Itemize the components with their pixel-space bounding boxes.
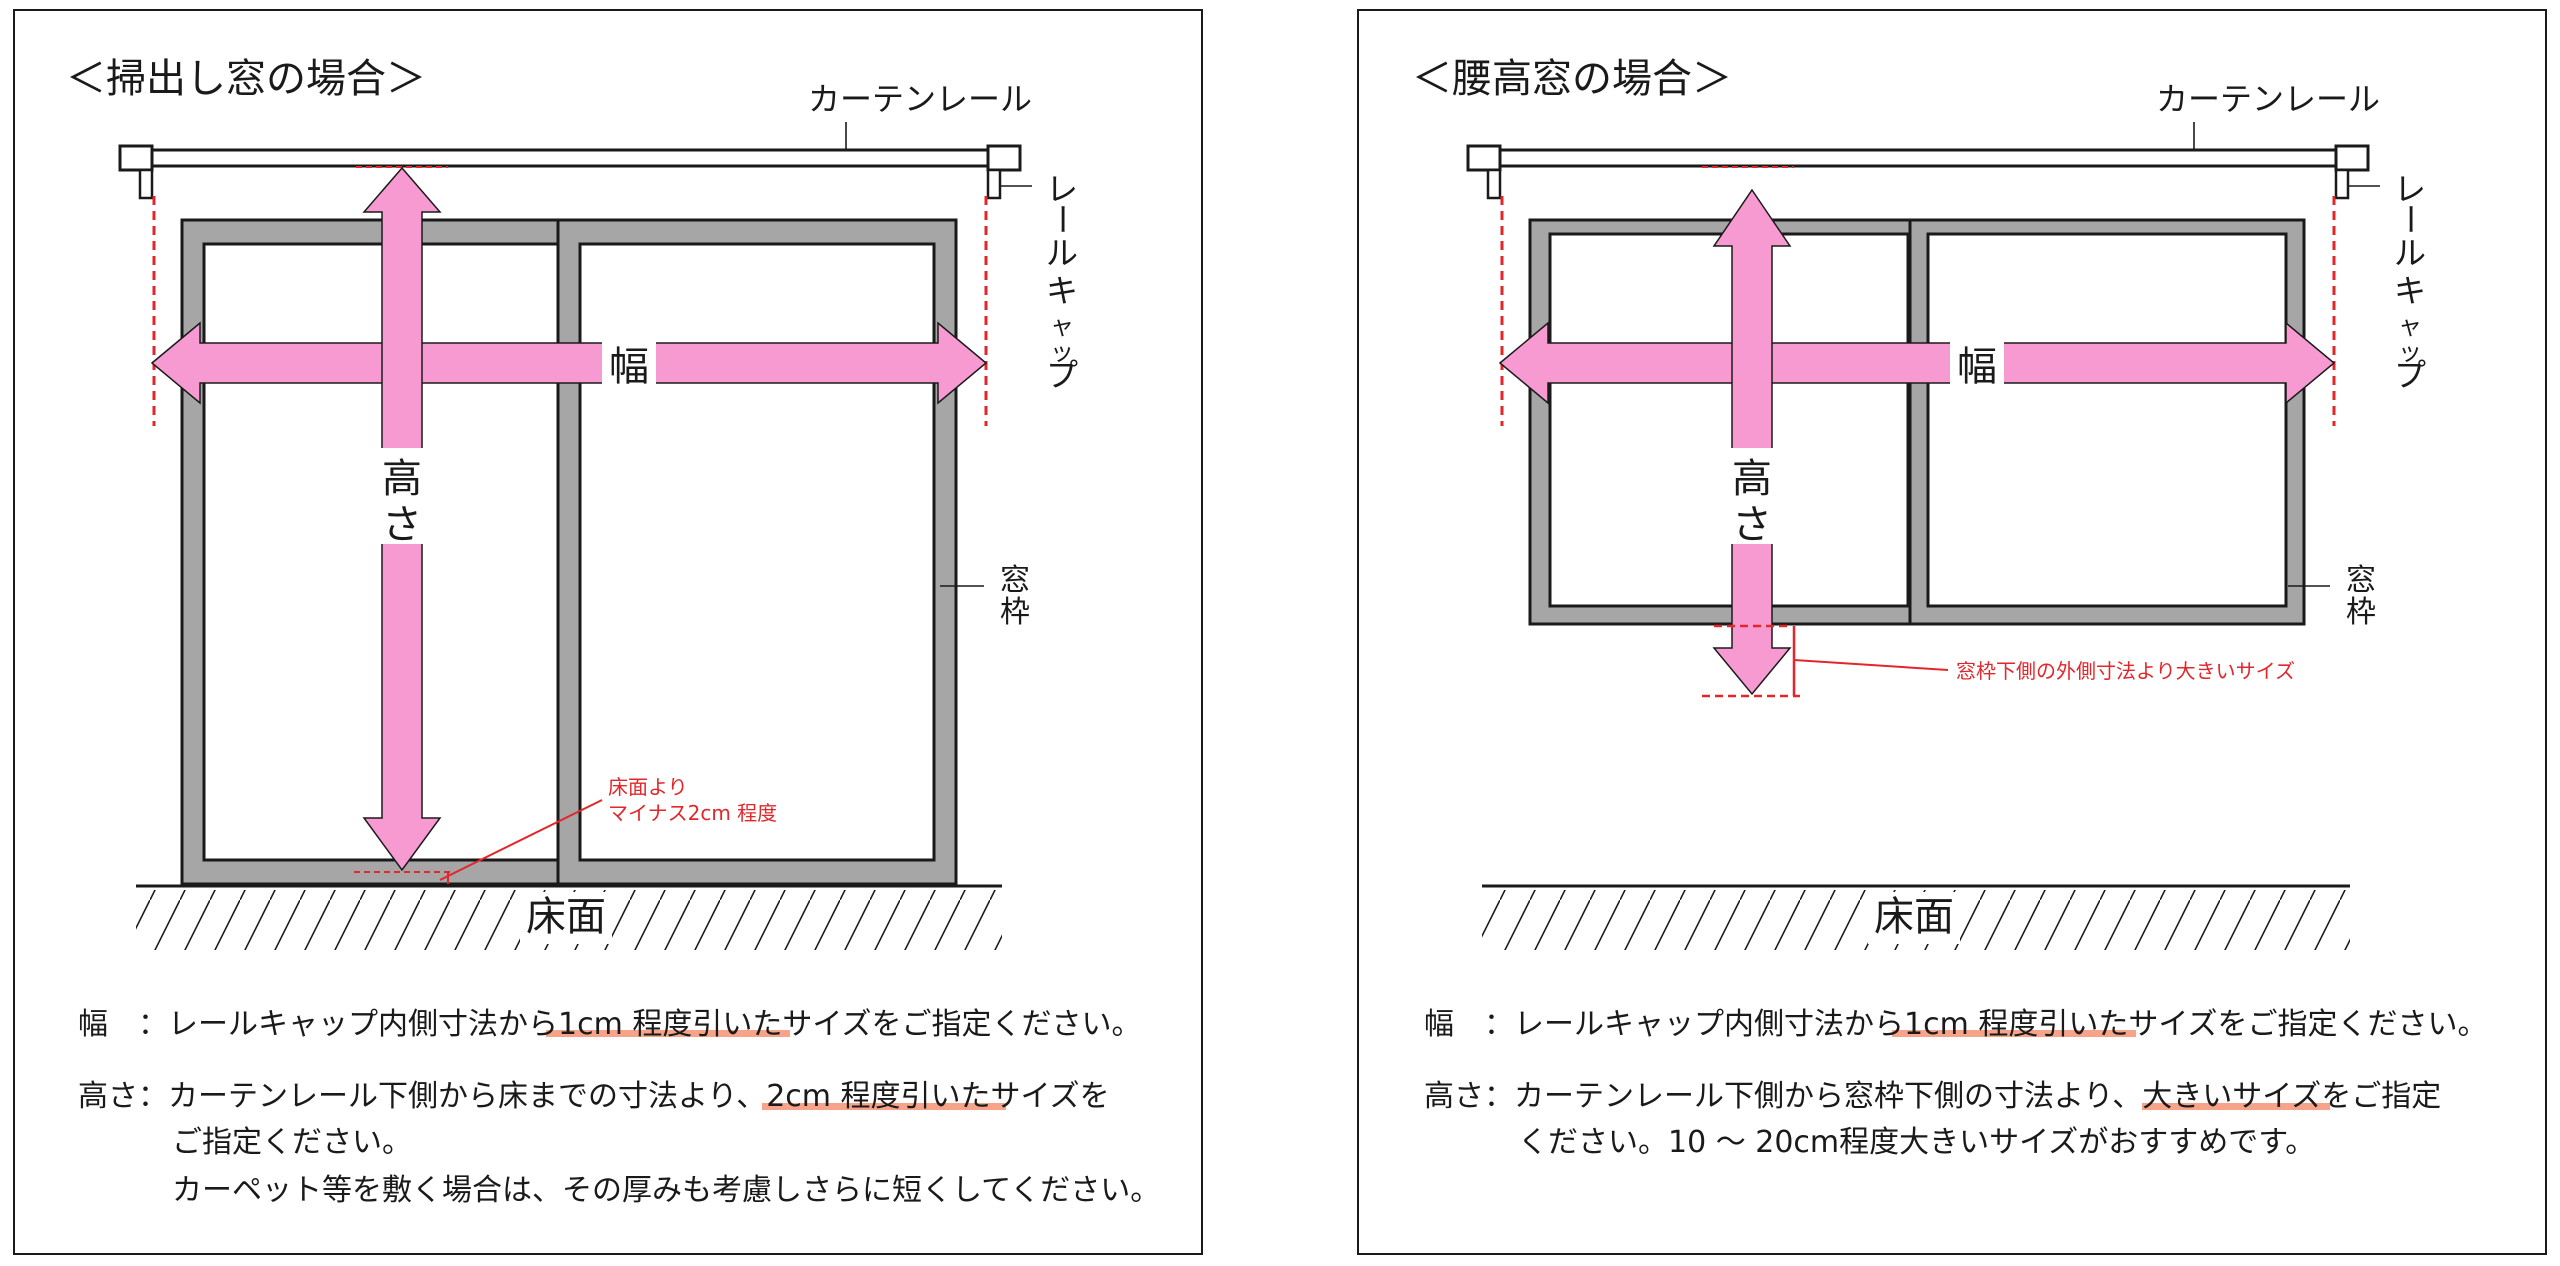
floor-label: 床面 bbox=[1874, 894, 1954, 940]
rail-cap-char: レ bbox=[1046, 170, 1078, 208]
left-panel-border bbox=[13, 9, 1203, 1255]
desc-height-prefix: 高さ：カーテンレール下側から窓枠下側の寸法より、 bbox=[1424, 1079, 2142, 1114]
curtain-rail-label: カーテンレール bbox=[808, 80, 1032, 118]
desc-width-prefix: 幅 ：レールキャップ内側寸法から bbox=[1424, 1007, 1904, 1042]
curtain-rail-label: カーテンレール bbox=[2156, 80, 2380, 118]
desc-height: 高さ：カーテンレール下側から窓枠下側の寸法より、大きいサイズをご指定 bbox=[1424, 1079, 2441, 1114]
width-arrow bbox=[150, 321, 988, 405]
rail-cap-char: ッ bbox=[2398, 338, 2422, 366]
rail-bracket-left bbox=[1486, 168, 1502, 200]
desc-height-highlight: 大きいサイズ bbox=[2142, 1079, 2321, 1114]
width-label-bg bbox=[602, 338, 656, 390]
width-label-bg bbox=[1950, 338, 2004, 390]
rail-cap-char: ャ bbox=[2398, 312, 2422, 340]
window-frame-label-char: 枠 bbox=[1000, 595, 1030, 630]
width-label: 幅 bbox=[1957, 344, 1997, 390]
right-panel-border bbox=[1357, 9, 2547, 1255]
window-pane-right bbox=[578, 242, 936, 862]
desc-width-prefix: 幅 ：レールキャップ内側寸法から bbox=[78, 1007, 558, 1042]
rail-bracket-right bbox=[2334, 168, 2350, 200]
desc-width-suffix: サイズをご指定ください。 bbox=[2128, 1007, 2487, 1042]
height-label-char: 高 bbox=[382, 456, 422, 502]
rail-cap-label: レ ー ル キ ャ ッ プ bbox=[1043, 170, 1081, 394]
floor-label: 床面 bbox=[526, 894, 606, 940]
rail-cap-char: ー bbox=[2391, 203, 2429, 235]
height-label-char: 高 bbox=[1732, 456, 1772, 502]
window-frame-label-char: 窓 bbox=[1000, 563, 1030, 598]
desc-height-suffix: をご指定 bbox=[2321, 1079, 2441, 1114]
desc-height-line2: ご指定ください。 bbox=[172, 1125, 412, 1160]
desc-height-prefix: 高さ：カーテンレール下側から床までの寸法より、 bbox=[78, 1079, 766, 1114]
desc-width-highlight: 1cm 程度引いた bbox=[1904, 1007, 2128, 1042]
desc-width: 幅 ：レールキャップ内側寸法から1cm 程度引いたサイズをご指定ください。 bbox=[1424, 1007, 2487, 1042]
highlight-underline bbox=[1892, 1030, 2136, 1037]
right-panel-title: ＜腰高窓の場合＞ bbox=[1412, 56, 1732, 102]
clearance-note-line2: マイナス2cm 程度 bbox=[608, 801, 777, 825]
height-arrow bbox=[1712, 188, 1792, 696]
highlight-underline bbox=[546, 1030, 790, 1037]
width-label: 幅 bbox=[609, 344, 649, 390]
highlight-underline bbox=[2142, 1103, 2330, 1110]
rail-cap-left bbox=[118, 144, 154, 172]
rail-cap-right bbox=[986, 144, 1022, 172]
curtain-rail bbox=[148, 148, 992, 168]
rail-bracket-right bbox=[986, 168, 1002, 200]
window-frame-label-char: 窓 bbox=[2346, 563, 2376, 598]
height-label-bg bbox=[374, 448, 430, 544]
rail-cap-char: ル bbox=[2394, 234, 2426, 272]
rail-cap-left bbox=[1466, 144, 1502, 172]
clearance-leader bbox=[439, 799, 603, 881]
rail-bracket-left bbox=[138, 168, 154, 200]
rail-cap-char: プ bbox=[1046, 356, 1078, 394]
highlight-underline bbox=[762, 1103, 1006, 1110]
desc-height: 高さ：カーテンレール下側から床までの寸法より、2cm 程度引いたサイズを bbox=[78, 1079, 1110, 1114]
curtain-rail bbox=[1496, 148, 2340, 168]
rail-cap-char: キ bbox=[2394, 272, 2426, 310]
desc-width: 幅 ：レールキャップ内側寸法から1cm 程度引いたサイズをご指定ください。 bbox=[78, 1007, 1141, 1042]
floor-label-bg bbox=[520, 892, 612, 944]
desc-width-highlight: 1cm 程度引いた bbox=[558, 1007, 782, 1042]
rail-cap-right bbox=[2334, 144, 2370, 172]
desc-width-suffix: サイズをご指定ください。 bbox=[782, 1007, 1141, 1042]
rail-cap-char: ャ bbox=[1050, 312, 1074, 340]
rail-cap-char: レ bbox=[2394, 170, 2426, 208]
window-pane-right bbox=[1926, 232, 2288, 608]
window-pane-left bbox=[202, 242, 560, 862]
rail-cap-char: キ bbox=[1046, 272, 1078, 310]
desc-height-highlight: 2cm 程度引いた bbox=[766, 1079, 990, 1114]
rail-cap-label: レ ー ル キ ャ ッ プ bbox=[2391, 170, 2429, 394]
rail-cap-char: プ bbox=[2394, 356, 2426, 394]
height-label-bg bbox=[1724, 448, 1780, 544]
rail-cap-char: ル bbox=[1046, 234, 1078, 272]
overlap-leader bbox=[1793, 659, 1949, 671]
desc-height-line2: ください。10 ～ 20cm程度大きいサイズがおすすめです。 bbox=[1518, 1125, 2315, 1160]
desc-height-line3: カーペット等を敷く場合は、その厚みも考慮しさらに短くしてください。 bbox=[172, 1173, 1160, 1208]
floor-label-bg bbox=[1868, 892, 1960, 944]
window-pane-left bbox=[1548, 232, 1910, 608]
window-frame-label-char: 枠 bbox=[2346, 595, 2376, 630]
height-label-char: さ bbox=[1732, 502, 1772, 548]
left-panel: ＜掃出し窓の場合＞ カーテンレール レ ー ル キ ャ ッ プ bbox=[13, 9, 1203, 1255]
width-arrow bbox=[1498, 321, 2336, 405]
overlap-note: 窓枠下側の外側寸法より大きいサイズ bbox=[1956, 659, 2295, 683]
rail-cap-char: ー bbox=[1043, 203, 1081, 235]
left-panel-title: ＜掃出し窓の場合＞ bbox=[66, 56, 426, 102]
rail-cap-char: ッ bbox=[1050, 338, 1074, 366]
desc-height-suffix: サイズを bbox=[991, 1079, 1110, 1114]
right-panel: ＜腰高窓の場合＞ カーテンレール レ ー ル キ ャ ッ プ bbox=[1357, 9, 2547, 1255]
clearance-note-line1: 床面より bbox=[608, 775, 688, 799]
height-label-char: さ bbox=[382, 502, 422, 548]
